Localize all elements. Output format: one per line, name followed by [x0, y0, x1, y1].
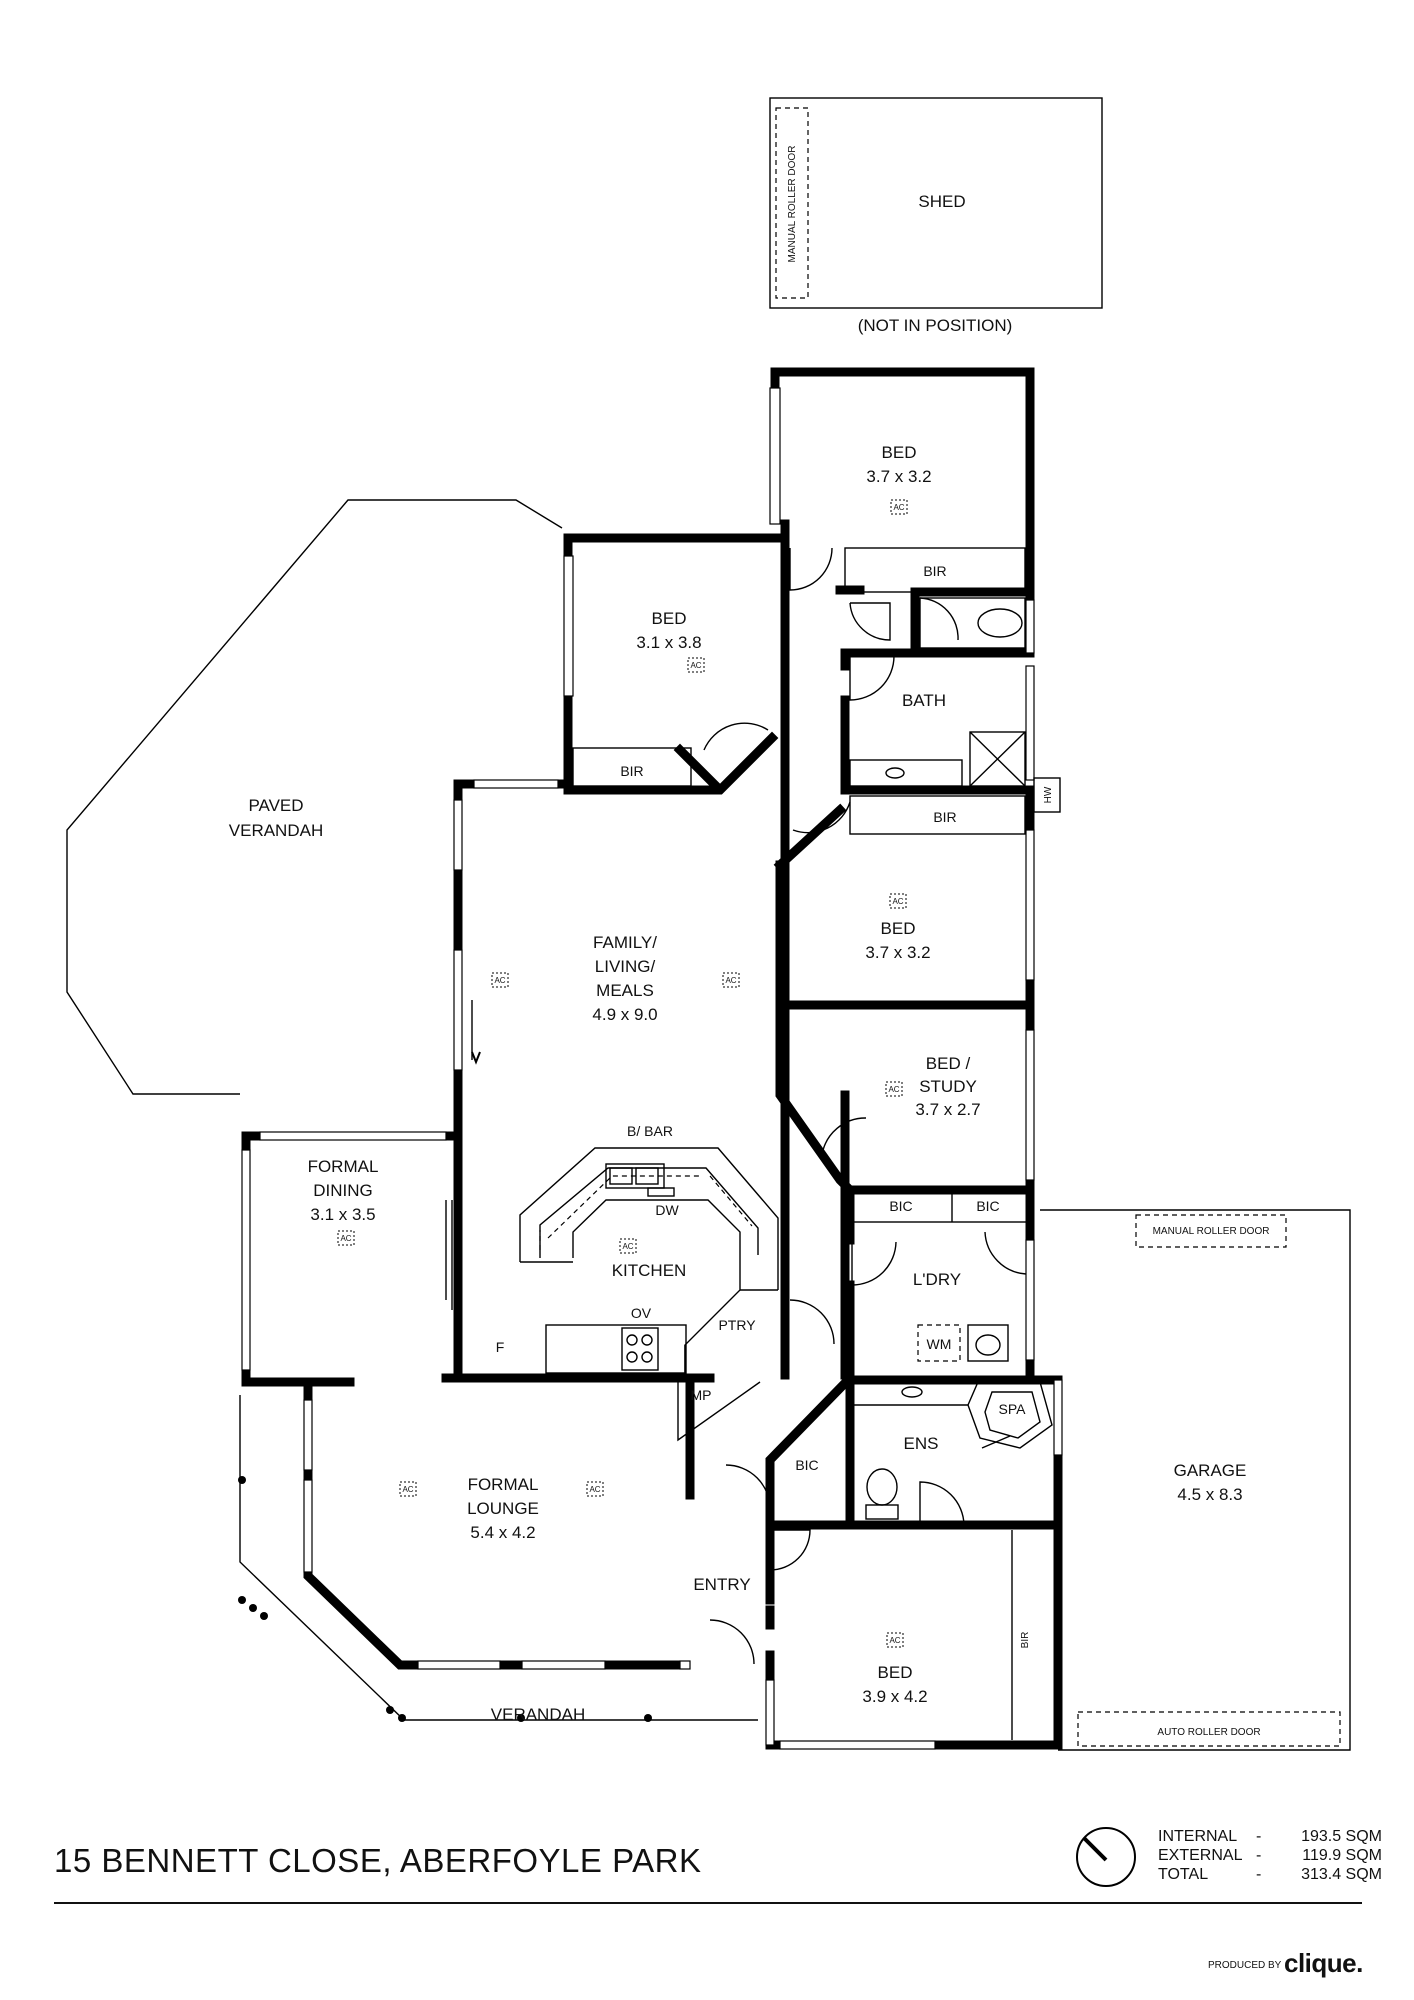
bed2-bir: BIR [620, 763, 643, 779]
doors [445, 547, 1027, 1665]
shed-note: (NOT IN POSITION) [858, 316, 1013, 335]
paved-verandah: PAVED VERANDAH [66, 499, 563, 1095]
brand-logo: clique. [1284, 1948, 1363, 1978]
footer-divider [54, 1902, 1362, 1904]
ac-lounge-1: AC [402, 1485, 413, 1494]
produced-by-label: PRODUCED BY [1208, 1960, 1282, 1971]
study-dims: 3.7 x 2.7 [915, 1100, 980, 1119]
mp-label: MP [691, 1387, 712, 1403]
bed3-dims: 3.7 x 3.2 [865, 943, 930, 962]
area-sep: - [1256, 1866, 1262, 1883]
garage-dims: 4.5 x 8.3 [1177, 1485, 1242, 1504]
ac-bed2: AC [690, 661, 701, 670]
bed3-label: BED [881, 919, 916, 938]
shed-door-label: MANUAL ROLLER DOOR [787, 146, 798, 263]
shed-label: SHED [918, 192, 965, 211]
bbar-label: B/ BAR [627, 1123, 673, 1139]
ac-bed1: AC [893, 503, 904, 512]
hw-label: HW [1043, 786, 1054, 803]
shed: MANUAL ROLLER DOOR SHED (NOT IN POSITION… [769, 97, 1103, 335]
windows [241, 387, 1063, 1750]
area-label: TOTAL [1158, 1866, 1209, 1883]
garage: MANUAL ROLLER DOOR AUTO ROLLER DOOR GARA… [1040, 1209, 1351, 1751]
area-label: EXTERNAL [1158, 1847, 1243, 1864]
bed1-dims: 3.7 x 3.2 [866, 467, 931, 486]
family-label-3: MEALS [596, 981, 654, 1000]
dining-label-2: DINING [313, 1181, 373, 1200]
area-row-internal: INTERNAL - 193.5 SQM [1158, 1827, 1382, 1846]
area-value: 119.9 SQM [1302, 1847, 1382, 1864]
paved-label-1: PAVED [248, 796, 303, 815]
ac-study: AC [888, 1085, 899, 1094]
bed1-label: BED [882, 443, 917, 462]
garage-label: GARAGE [1174, 1461, 1247, 1480]
ac-markers: AC AC AC AC AC AC AC AC AC AC AC [337, 499, 908, 1648]
laundry-bic-2: BIC [976, 1198, 999, 1214]
fixtures: BIR BIR BIR HW [519, 547, 1061, 1740]
area-value: 313.4 SQM [1301, 1866, 1382, 1883]
family-label-1: FAMILY/ [593, 933, 657, 952]
area-label: INTERNAL [1158, 1828, 1238, 1845]
ac-bed3: AC [892, 897, 903, 906]
room-labels: BED 3.7 x 3.2 BED 3.1 x 3.8 BATH BED 3.7… [308, 443, 1027, 1706]
ac-dining: AC [340, 1234, 351, 1243]
dw-label: DW [655, 1202, 679, 1218]
family-dims: 4.9 x 9.0 [592, 1005, 657, 1024]
garage-auto-door: AUTO ROLLER DOOR [1157, 1727, 1260, 1738]
bed4-label: BED [878, 1663, 913, 1682]
kitchen-label: KITCHEN [612, 1261, 687, 1280]
fridge-label: F [496, 1339, 505, 1355]
lounge-dims: 5.4 x 4.2 [470, 1523, 535, 1542]
dining-label-1: FORMAL [308, 1157, 379, 1176]
bed1-bir: BIR [923, 563, 946, 579]
area-row-total: TOTAL - 313.4 SQM [1158, 1865, 1382, 1884]
ac-bed4: AC [889, 1636, 900, 1645]
family-label-2: LIVING/ [595, 957, 656, 976]
entry-label: ENTRY [693, 1575, 750, 1594]
front-verandah: VERANDAH [238, 1395, 758, 1724]
study-label-2: STUDY [919, 1077, 977, 1096]
ac-lounge-2: AC [589, 1485, 600, 1494]
bath-label: BATH [902, 691, 946, 710]
ac-family-2: AC [725, 976, 736, 985]
area-row-external: EXTERNAL - 119.9 SQM [1158, 1846, 1382, 1865]
garage-manual-door: MANUAL ROLLER DOOR [1153, 1226, 1270, 1237]
spa-label: SPA [999, 1401, 1027, 1417]
bed3-bir: BIR [933, 809, 956, 825]
area-sep: - [1256, 1828, 1262, 1845]
property-address: 15 BENNETT CLOSE, ABERFOYLE PARK [54, 1842, 702, 1879]
ac-family-1: AC [494, 976, 505, 985]
bed4-dims: 3.9 x 4.2 [862, 1687, 927, 1706]
area-summary: INTERNAL - 193.5 SQM EXTERNAL - 119.9 SQ… [1158, 1827, 1382, 1884]
entry-bic: BIC [795, 1457, 818, 1473]
bed2-dims: 3.1 x 3.8 [636, 633, 701, 652]
ov-label: OV [631, 1305, 652, 1321]
bed4-bir: BIR [1020, 1632, 1031, 1649]
paved-label-2: VERANDAH [229, 821, 323, 840]
laundry-bic-1: BIC [889, 1198, 912, 1214]
lounge-label-2: LOUNGE [467, 1499, 539, 1518]
north-compass [1076, 1827, 1136, 1887]
wm-label: WM [927, 1336, 952, 1352]
area-value: 193.5 SQM [1301, 1828, 1382, 1845]
bed2-label: BED [652, 609, 687, 628]
ptry-label: PTRY [718, 1317, 756, 1333]
dining-dims: 3.1 x 3.5 [310, 1205, 375, 1224]
verandah-label: VERANDAH [491, 1705, 585, 1724]
ensuite-label: ENS [904, 1434, 939, 1453]
study-label-1: BED / [926, 1054, 971, 1073]
ac-kitchen: AC [622, 1242, 633, 1251]
walls [241, 367, 1063, 1750]
lounge-label-1: FORMAL [468, 1475, 539, 1494]
area-sep: - [1256, 1847, 1262, 1864]
laundry-label: L'DRY [913, 1270, 961, 1289]
